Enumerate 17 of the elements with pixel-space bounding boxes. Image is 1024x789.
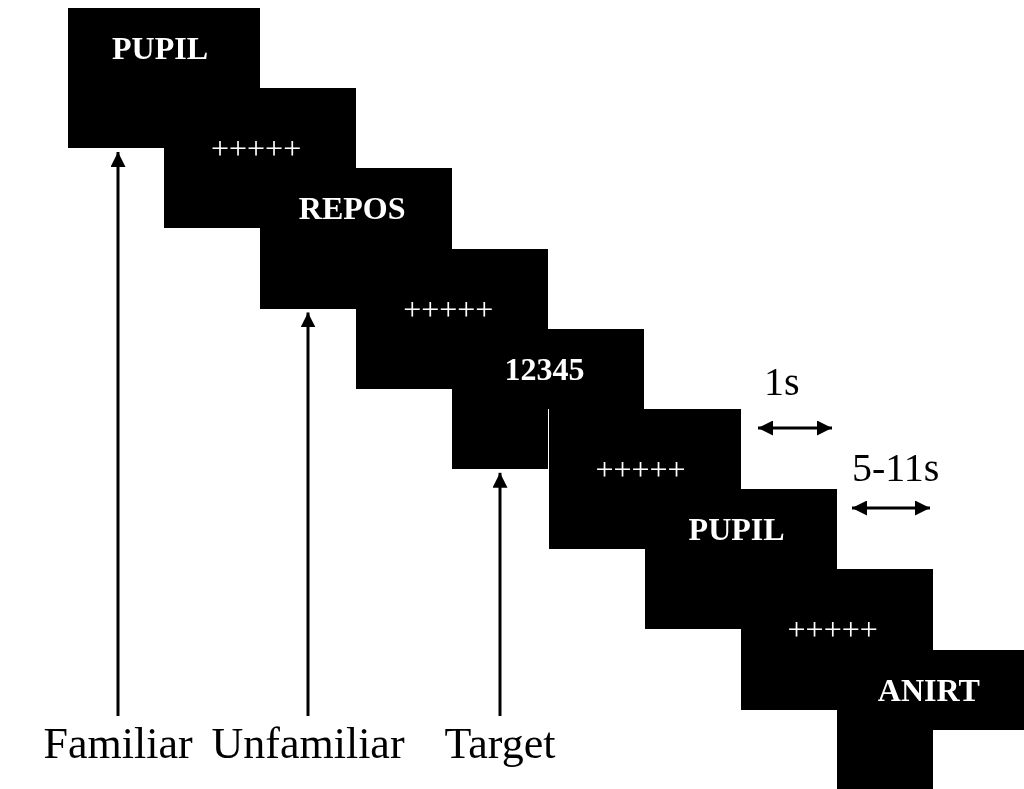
- fixation-cross: +++++: [787, 613, 878, 646]
- stimulus-word: ANIRT: [877, 673, 980, 706]
- arrow: [300, 312, 316, 716]
- duration-label: 1s: [764, 362, 800, 402]
- stimulus-word: PUPIL: [112, 32, 208, 64]
- duration-label: 5-11s: [852, 448, 940, 488]
- fixation-cross: +++++: [595, 453, 686, 485]
- condition-label: Target: [444, 722, 556, 766]
- fixation-cross: +++++: [403, 292, 494, 325]
- condition-label: Familiar: [43, 722, 193, 766]
- condition-label: Unfamiliar: [211, 722, 405, 766]
- arrow: [492, 472, 508, 716]
- arrow: [110, 152, 126, 716]
- fixation-cross: +++++: [211, 132, 302, 165]
- stimulus-word: PUPIL: [688, 513, 785, 546]
- stimulus-word: REPOS: [298, 192, 406, 225]
- stimulus-word: 12345: [504, 352, 585, 385]
